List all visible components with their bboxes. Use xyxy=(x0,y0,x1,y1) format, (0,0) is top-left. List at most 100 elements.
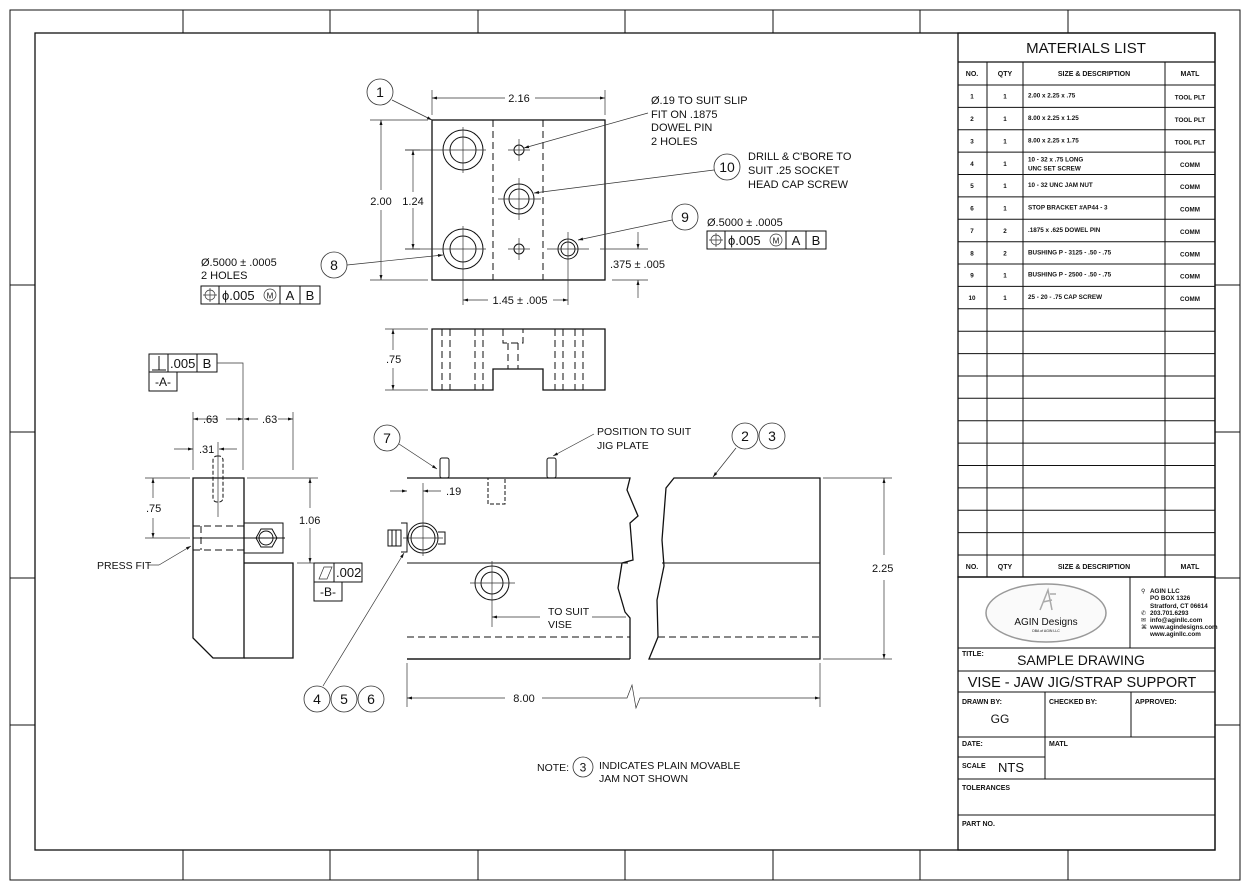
dim-edge: .375 ± .005 xyxy=(610,259,665,271)
balloon-7: 7 xyxy=(373,424,401,452)
drawing-note: NOTE: 3 INDICATES PLAIN MOVABLE JAM NOT … xyxy=(537,756,740,785)
svg-text:6: 6 xyxy=(367,691,375,707)
cell-desc: 10 - 32 x .75 LONG xyxy=(1028,156,1083,163)
footer-desc: SIZE & DESCRIPTION xyxy=(1058,564,1130,571)
dowel-pin-icon xyxy=(439,457,450,479)
fcf-flat-tolerance: .002 xyxy=(336,565,361,580)
fcf-perp-tolerance: .005 xyxy=(170,356,195,371)
phone-icon: ✆ xyxy=(1141,610,1146,617)
top-view: 2.16 2.00 1.24 1.45 ± .005 .375 ± .005 Ø… xyxy=(200,90,852,307)
cell-qty: 1 xyxy=(1003,138,1007,145)
cell-desc: 10 - 32 UNC JAM NUT xyxy=(1028,182,1093,189)
contact-website-1[interactable]: www.agindesigns.com xyxy=(1149,624,1218,631)
cell-desc: 8.00 x 2.25 x 1.25 xyxy=(1028,115,1079,122)
cell-desc: STOP BRACKET #AP44 - 3 xyxy=(1028,205,1108,212)
svg-text:4: 4 xyxy=(313,691,321,707)
tolerances-label: TOLERANCES xyxy=(962,785,1010,792)
cell-desc: 25 - 20 - .75 CAP SCREW xyxy=(1028,294,1102,301)
datum-a: -A- xyxy=(155,375,171,389)
table-row: 10 1 25 - 20 - .75 CAP SCREW COMM xyxy=(968,294,1199,303)
note-cbore-1: DRILL & C'BORE TO xyxy=(748,151,852,163)
note-dowel-4: 2 HOLES xyxy=(651,136,697,148)
balloon-1: 1 xyxy=(366,78,394,106)
note-balloon: 3 xyxy=(580,761,587,775)
contact-pobox: PO BOX 1326 xyxy=(1150,595,1191,602)
fcf-datum-a: A xyxy=(286,288,295,303)
svg-text:8: 8 xyxy=(330,257,338,273)
cell-matl: COMM xyxy=(1180,184,1200,191)
web-icon: ⌘ xyxy=(1141,624,1147,631)
header-desc: SIZE & DESCRIPTION xyxy=(1058,71,1130,78)
cell-no: 4 xyxy=(970,161,974,168)
cell-no: 8 xyxy=(970,250,974,257)
cell-desc: .1875 x .625 DOWEL PIN xyxy=(1028,227,1101,234)
drawn-by-value: GG xyxy=(991,712,1010,726)
cell-matl: TOOL PLT xyxy=(1175,117,1206,124)
table-grid xyxy=(958,62,1215,577)
cell-qty: 1 xyxy=(1003,295,1007,302)
header-no: NO. xyxy=(966,71,979,78)
cell-no: 10 xyxy=(968,295,976,302)
footer-qty: QTY xyxy=(998,564,1013,571)
date-label: DATE: xyxy=(962,741,983,748)
email-icon: ✉ xyxy=(1141,618,1146,624)
header-qty: QTY xyxy=(998,71,1013,78)
perpendicularity-frame: .005 B -A- xyxy=(148,353,218,392)
contact-website-2[interactable]: www.aginllc.com xyxy=(1149,631,1201,638)
fcf-modifier: M xyxy=(773,237,780,246)
balloon-9: 9 xyxy=(671,203,699,231)
dim-right-width: .63 xyxy=(262,414,277,426)
perpendicular-symbol-icon xyxy=(152,356,166,371)
datum-b: -B- xyxy=(320,585,336,599)
contact-email[interactable]: info@aginllc.com xyxy=(1150,617,1203,624)
cell-desc: 2.00 x 2.25 x .75 xyxy=(1028,93,1076,100)
contact-phone: 203.701.6293 xyxy=(1150,610,1189,617)
title-line-1: SAMPLE DRAWING xyxy=(1017,652,1145,668)
cell-qty: 1 xyxy=(1003,183,1007,190)
cell-qty: 1 xyxy=(1003,206,1007,213)
cell-matl: COMM xyxy=(1180,274,1200,281)
fcf-datum-b: B xyxy=(812,233,821,248)
location-icon: ⚲ xyxy=(1141,588,1145,595)
part-no-label: PART NO. xyxy=(962,821,995,828)
svg-text:5: 5 xyxy=(340,691,348,707)
feature-control-frame-right: ϕ.005 M A B xyxy=(706,230,827,250)
fcf-modifier: M xyxy=(267,292,274,301)
scale-value: NTS xyxy=(998,760,1024,775)
cell-desc: UNC SET SCREW xyxy=(1028,165,1081,172)
logo-tagline: DBA of AGIN LLC xyxy=(1032,629,1060,633)
note-cbore-3: HEAD CAP SCREW xyxy=(748,179,849,191)
dim-hole-spacing-h: 1.45 ± .005 xyxy=(493,295,548,307)
svg-text:1: 1 xyxy=(376,84,384,100)
title-block: AGIN Designs DBA of AGIN LLC AGIN LLC PO… xyxy=(957,576,1218,851)
title-label: TITLE: xyxy=(962,651,984,658)
balloon-3: 3 xyxy=(758,422,786,450)
cell-matl: COMM xyxy=(1180,296,1200,303)
svg-text:10: 10 xyxy=(719,159,735,175)
cell-desc: 8.00 x 2.25 x 1.75 xyxy=(1028,137,1079,144)
scale-label: SCALE xyxy=(962,763,986,770)
cell-matl: COMM xyxy=(1180,162,1200,169)
cell-qty: 1 xyxy=(1003,116,1007,123)
table-footer-header: NO. QTY SIZE & DESCRIPTION MATL xyxy=(966,564,1200,571)
note-dowel-3: DOWEL PIN xyxy=(651,122,712,134)
item-balloons: 1 8 9 10 7 2 3 4 5 6 xyxy=(303,78,786,713)
position-note-2: JIG PLATE xyxy=(597,440,649,452)
dim-hole-spacing-v: 1.24 xyxy=(402,196,423,208)
cell-no: 7 xyxy=(970,228,974,235)
dim-pin-depth: .75 xyxy=(146,503,161,515)
cell-desc: BUSHING P - 3125 - .50 - .75 xyxy=(1028,249,1112,256)
press-fit-note: PRESS FIT xyxy=(97,560,152,572)
dim-height: 2.00 xyxy=(370,196,391,208)
materials-list-table: MATERIALS LIST NO. QTY SIZE & DESCRIPTIO… xyxy=(957,32,1216,578)
note-text-1: INDICATES PLAIN MOVABLE xyxy=(599,760,740,772)
to-suit-2: VISE xyxy=(548,619,572,631)
cell-qty: 1 xyxy=(1003,273,1007,280)
note-dowel-1: Ø.19 TO SUIT SLIP xyxy=(651,95,748,107)
